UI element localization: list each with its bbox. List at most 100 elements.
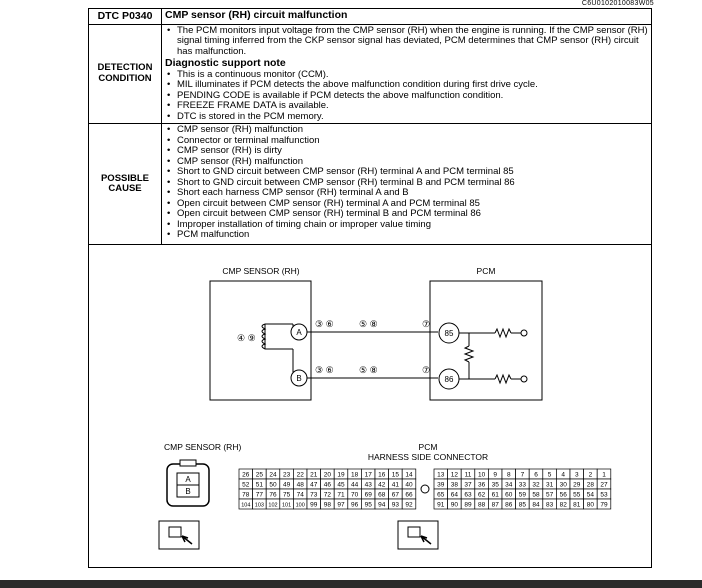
pcm-pin-number: 97 <box>337 502 345 509</box>
pcm-pin-number: 43 <box>365 482 373 489</box>
pcm-pin-number: 79 <box>600 502 608 509</box>
pcm-pin-number: 100 <box>296 503 305 509</box>
pcm-pin-number: 72 <box>324 492 332 499</box>
pcm-pin-number: 50 <box>269 482 277 489</box>
pcm-pin-number: 80 <box>587 502 595 509</box>
pcm-pin-number: 70 <box>351 492 359 499</box>
pcm-pin-number: 13 <box>437 472 445 479</box>
pcm-pin-number: 38 <box>451 482 459 489</box>
pcm-pin-cell <box>596 498 612 510</box>
pcm-pin-number: 1 <box>602 472 606 479</box>
dtc-sheet: DTC P0340 CMP sensor (RH) circuit malfun… <box>88 8 652 568</box>
pcm-pin-number: 12 <box>451 472 459 479</box>
pcm-pin-number: 19 <box>337 472 345 479</box>
detection-main-list: The PCM monitors input voltage from the … <box>165 25 648 58</box>
sensor-terminal-b-label: B <box>296 374 301 383</box>
pcm-pin-number: 74 <box>297 492 305 499</box>
pcm-pin-number: 102 <box>268 503 277 509</box>
wiring-sensor-label: CMP SENSOR (RH) <box>222 266 299 276</box>
pcm-pin-number: 4 <box>561 472 565 479</box>
sensor-coil <box>261 323 294 377</box>
pcm-pin-number: 54 <box>587 492 595 499</box>
pcm-pin-number: 23 <box>283 472 291 479</box>
cause-item: CMP sensor (RH) is dirty <box>167 145 648 157</box>
pcm-pin-number: 48 <box>297 482 305 489</box>
detection-label-line2: CONDITION <box>98 72 152 84</box>
pcm-pin-number: 53 <box>600 492 608 499</box>
pcm-probe-icon <box>397 520 439 550</box>
pcm-connector-latch <box>420 484 430 494</box>
pcm-pin-number: 95 <box>365 502 373 509</box>
pcm-pin-number: 15 <box>392 472 400 479</box>
pcm-pin-number: 77 <box>256 492 264 499</box>
dtc-header-row: DTC P0340 CMP sensor (RH) circuit malfun… <box>89 9 651 25</box>
pcm-pin-number: 18 <box>351 472 359 479</box>
diagnostic-note-item: MIL illuminates if PCM detects the above… <box>167 79 648 91</box>
pcm-pin-number: 98 <box>324 502 332 509</box>
cause-item: PCM malfunction <box>167 229 648 241</box>
pcm-pin-number: 47 <box>310 482 318 489</box>
pcm-pin-number: 24 <box>269 472 277 479</box>
pcm-pin-number: 71 <box>337 492 345 499</box>
sensor-connector-pin-a: A <box>185 475 191 484</box>
pcm-internal-circuit <box>459 327 528 385</box>
wire-a-pcm-marker: ⑦ <box>422 319 430 329</box>
pcm-pin-number: 82 <box>560 502 568 509</box>
sensor-probe-icon <box>158 520 200 550</box>
sensor-connector-face: A B <box>166 459 210 507</box>
footer-bar <box>0 580 702 588</box>
detection-content: The PCM monitors input voltage from the … <box>161 23 651 124</box>
pcm-pin-number: 29 <box>573 482 581 489</box>
pcm-pin-number: 14 <box>405 472 413 479</box>
wire-b-sensor-markers: ③ ⑥ <box>315 365 334 375</box>
pcm-pin-number: 25 <box>256 472 264 479</box>
wire-a-sensor-markers: ③ ⑥ <box>315 319 334 329</box>
pcm-pin-number: 103 <box>255 503 264 509</box>
pcm-pin-number: 6 <box>534 472 538 479</box>
document-id: C6U0102010083W05 <box>581 0 654 7</box>
sensor-terminal-a-label: A <box>296 328 302 337</box>
pcm-pin-number: 28 <box>587 482 595 489</box>
pcm-pin-number: 61 <box>492 492 500 499</box>
pcm-pin-number: 92 <box>405 502 413 509</box>
pcm-pin-number: 89 <box>464 502 472 509</box>
wire-b-mid-markers: ⑤ ⑧ <box>359 365 378 375</box>
pcm-pin-number: 64 <box>451 492 459 499</box>
pcm-pin-number: 56 <box>560 492 568 499</box>
diagnostic-note-item: FREEZE FRAME DATA is available. <box>167 100 648 112</box>
pcm-pin-number: 20 <box>324 472 332 479</box>
pcm-pin-number: 40 <box>405 482 413 489</box>
diagnostic-note-item: DTC is stored in the PCM memory. <box>167 111 648 123</box>
pcm-pin-number: 83 <box>546 502 554 509</box>
diagnostic-note-item: This is a continuous monitor (CCM). <box>167 69 648 81</box>
pcm-pin-number: 81 <box>573 502 581 509</box>
possible-cause-label: POSSIBLE CAUSE <box>89 123 162 245</box>
detection-label-line1: DETECTION <box>97 62 153 74</box>
pcm-pin-number: 2 <box>589 472 593 479</box>
pcm-pin-number: 86 <box>505 502 513 509</box>
pcm-pin-number: 101 <box>282 503 291 509</box>
detection-label: DETECTION CONDITION <box>89 23 162 124</box>
pcm-pin-number: 21 <box>310 472 318 479</box>
pcm-pin-number: 7 <box>521 472 525 479</box>
sensor-box <box>209 280 312 401</box>
pcm-pin-number: 94 <box>378 502 386 509</box>
pcm-pin-number: 93 <box>392 502 400 509</box>
cause-item: Connector or terminal malfunction <box>167 135 648 147</box>
detection-main-bullet: The PCM monitors input voltage from the … <box>167 25 648 58</box>
possible-cause-label-line2: CAUSE <box>108 183 142 194</box>
cause-item: Open circuit between CMP sensor (RH) ter… <box>167 198 648 210</box>
diagnostic-note-item: PENDING CODE is available if PCM detects… <box>167 90 648 102</box>
pcm-pin-number: 69 <box>365 492 373 499</box>
cause-item: Open circuit between CMP sensor (RH) ter… <box>167 208 648 220</box>
pcm-pin-number: 9 <box>493 472 497 479</box>
possible-cause-content: CMP sensor (RH) malfunction Connector or… <box>161 123 651 245</box>
connector-sensor-label: CMP SENSOR (RH) <box>164 442 241 452</box>
pcm-pin-number: 84 <box>532 502 540 509</box>
pcm-pin-number: 17 <box>365 472 373 479</box>
cause-item: Short each harness CMP sensor (RH) termi… <box>167 187 648 199</box>
wiring-diagram: CMP SENSOR (RH) PCM ④ ⑨ A B ③ ⑥ ⑤ ⑧ ⑦ ③ … <box>158 266 612 550</box>
pcm-pin-number: 91 <box>437 502 445 509</box>
pcm-pin-number: 104 <box>241 503 250 509</box>
